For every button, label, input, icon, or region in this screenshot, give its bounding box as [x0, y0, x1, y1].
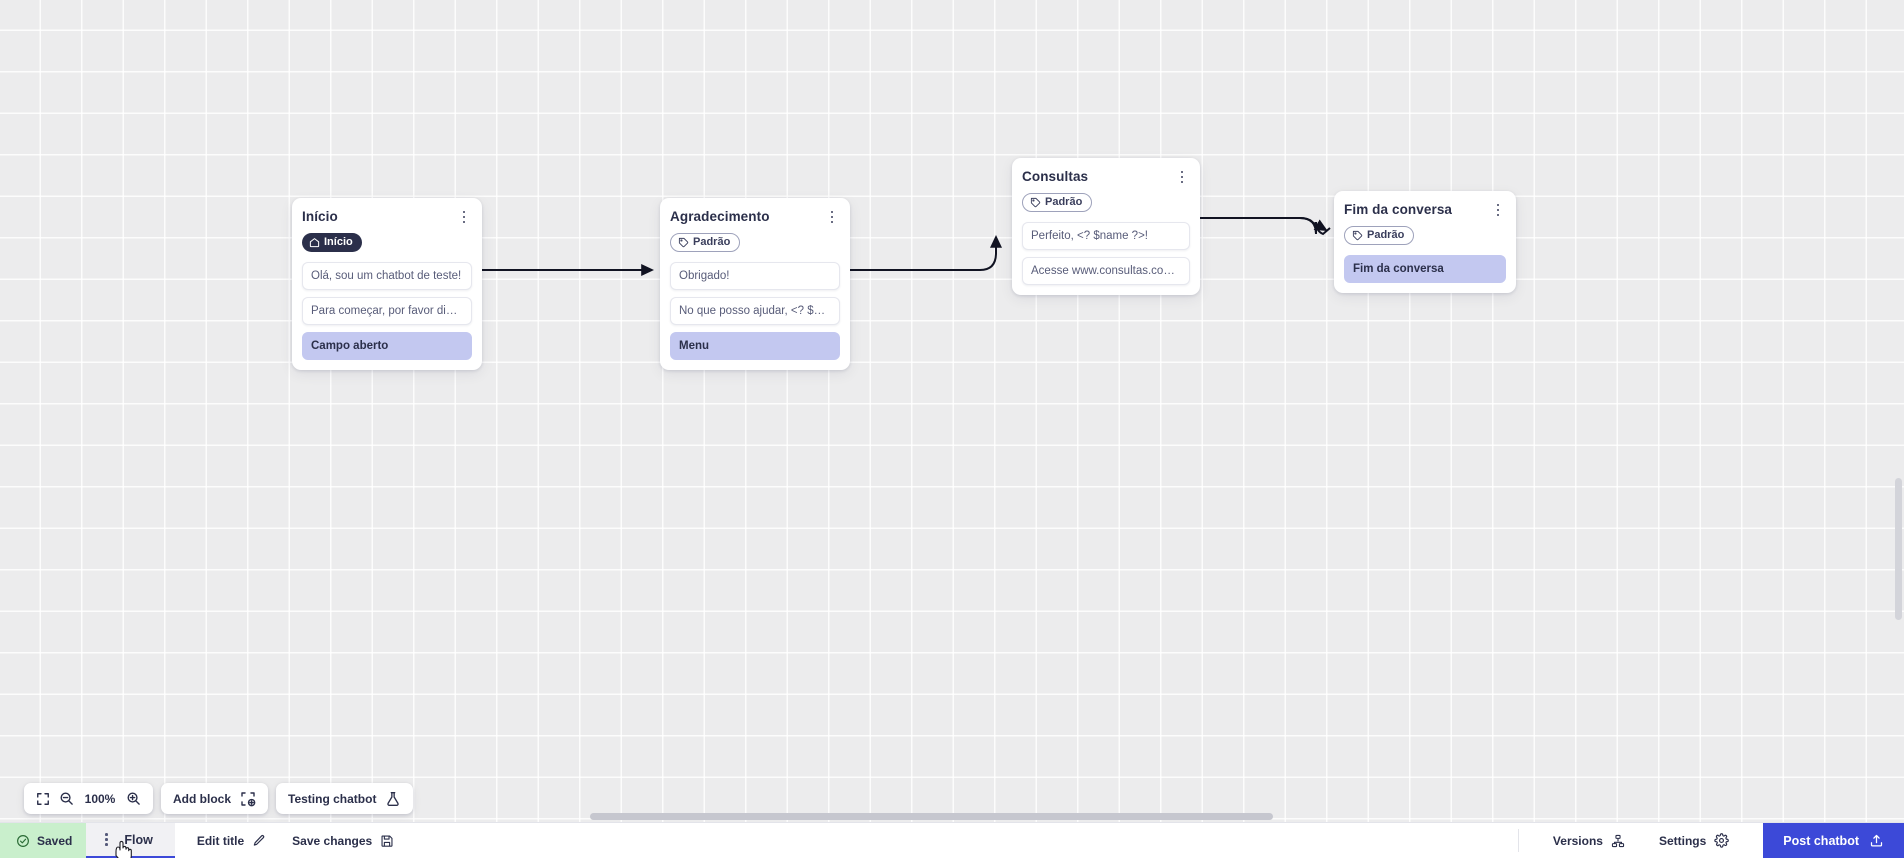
node-item[interactable]: Perfeito, <? $name ?>!: [1022, 222, 1190, 250]
node-items: Obrigado! No que posso ajudar, <? $name …: [670, 262, 840, 370]
testing-chatbot-label: Testing chatbot: [288, 791, 377, 806]
node-item[interactable]: No que posso ajudar, <? $name ...: [670, 297, 840, 325]
add-block-button[interactable]: Add block: [161, 783, 269, 814]
pencil-icon: [253, 834, 265, 846]
node-badge-padrao[interactable]: Padrão: [1022, 193, 1093, 212]
gear-icon: [1714, 833, 1730, 848]
node-title: Fim da conversa: [1344, 202, 1453, 217]
node-badge-label: Padrão: [1045, 196, 1083, 208]
node-item[interactable]: Para começar, por favor digite o ...: [302, 297, 472, 325]
node-items: Perfeito, <? $name ?>! Acesse www.consul…: [1022, 222, 1190, 295]
node-badge-row: Início: [302, 233, 472, 253]
node-title: Início: [302, 209, 338, 224]
node-header: Agradecimento: [670, 208, 840, 226]
node-item[interactable]: Campo aberto: [302, 332, 472, 360]
floppy-disk-icon: [381, 834, 393, 847]
edit-title-button[interactable]: Edit title: [197, 834, 266, 848]
node-items: Fim da conversa: [1344, 255, 1506, 293]
node-badge-inicio[interactable]: Início: [302, 233, 362, 252]
flow-node-agradecimento[interactable]: Agradecimento Padrão Obrigado! No que po…: [660, 198, 850, 370]
node-badge-row: Padrão: [1022, 193, 1190, 213]
canvas-toolbar: 100% Add block Testing ch: [24, 783, 414, 814]
testing-chatbot-button[interactable]: Testing chatbot: [276, 783, 414, 814]
post-chatbot-label: Post chatbot: [1783, 833, 1859, 848]
status-bar-right: Versions Settings: [1517, 823, 1904, 858]
connector-consultas-fim: [1199, 217, 1317, 234]
node-title: Consultas: [1022, 169, 1089, 184]
settings-button[interactable]: Settings: [1658, 833, 1730, 848]
tab-flow-label: Flow: [124, 832, 153, 847]
node-item[interactable]: Fim da conversa: [1344, 255, 1506, 283]
add-block-icon: [240, 791, 256, 807]
node-item[interactable]: Olá, sou um chatbot de teste!: [302, 262, 472, 290]
node-badge-label: Padrão: [1367, 229, 1405, 241]
flow-node-fim-da-conversa[interactable]: Fim da conversa Padrão Fim da conversa: [1334, 191, 1516, 293]
post-chatbot-button[interactable]: Post chatbot: [1763, 823, 1904, 858]
versions-button[interactable]: Versions: [1553, 834, 1625, 848]
kebab-menu-icon[interactable]: [98, 831, 114, 849]
flow-node-inicio[interactable]: Início Início Olá, sou um chatbot de tes…: [292, 198, 482, 370]
save-changes-label: Save changes: [292, 833, 373, 848]
tag-icon: [678, 237, 689, 248]
node-badge-label: Padrão: [693, 236, 731, 248]
node-badge-row: Padrão: [1344, 226, 1506, 246]
versions-label: Versions: [1552, 833, 1603, 848]
status-bar: Saved Flow Edit title Save changes: [0, 822, 1904, 858]
node-header: Consultas: [1022, 168, 1190, 186]
check-circle-icon: [17, 834, 29, 847]
node-header: Fim da conversa: [1344, 201, 1506, 219]
zoom-controls: 100%: [24, 783, 153, 814]
status-bar-actions: Edit title Save changes: [175, 823, 416, 858]
status-bar-divider: [1517, 829, 1519, 852]
vertical-scrollbar[interactable]: [1893, 0, 1904, 822]
node-menu-icon[interactable]: [824, 208, 840, 226]
status-bar-right-items: Versions Settings: [1519, 823, 1763, 858]
node-title: Agradecimento: [670, 209, 770, 224]
flask-icon: [385, 791, 401, 807]
node-header: Início: [302, 208, 472, 226]
add-block-label: Add block: [173, 791, 232, 806]
flow-canvas[interactable]: Início Início Olá, sou um chatbot de tes…: [0, 0, 1904, 822]
node-item[interactable]: Obrigado!: [670, 262, 840, 290]
zoom-in-icon[interactable]: [126, 791, 141, 806]
node-menu-icon[interactable]: [456, 208, 472, 226]
vertical-scrollbar-thumb[interactable]: [1895, 478, 1902, 620]
horizontal-scrollbar-thumb[interactable]: [590, 813, 1273, 820]
node-items: Olá, sou um chatbot de teste! Para começ…: [302, 262, 472, 370]
node-badge-label: Início: [324, 236, 353, 248]
connector-consultas-fim-arrow: [1311, 219, 1328, 231]
horizontal-scrollbar[interactable]: [0, 811, 1904, 822]
saved-status-badge: Saved: [0, 823, 87, 858]
node-badge-padrao[interactable]: Padrão: [670, 233, 741, 252]
settings-label: Settings: [1658, 833, 1707, 848]
node-menu-icon[interactable]: [1174, 168, 1190, 186]
node-item[interactable]: Menu: [670, 332, 840, 360]
connector-consultas-fim-tail: [1299, 217, 1331, 236]
upload-icon: [1870, 834, 1883, 847]
connector-agradecimento-consultas: [849, 235, 1002, 271]
zoom-level-label: 100%: [84, 791, 116, 806]
fit-screen-icon[interactable]: [36, 792, 50, 806]
tab-flow[interactable]: Flow: [86, 823, 175, 858]
node-badge-padrao[interactable]: Padrão: [1344, 226, 1415, 245]
status-bar-left: Saved Flow Edit title Save changes: [0, 823, 416, 858]
tag-icon: [1352, 230, 1363, 241]
node-badge-row: Padrão: [670, 233, 840, 253]
saved-label: Saved: [37, 833, 73, 848]
node-menu-icon[interactable]: [1490, 201, 1506, 219]
home-icon: [309, 238, 320, 248]
branch-icon: [1611, 834, 1625, 847]
flow-node-consultas[interactable]: Consultas Padrão Perfeito, <? $name ?>! …: [1012, 158, 1200, 295]
edit-title-label: Edit title: [196, 833, 245, 848]
node-item[interactable]: Acesse www.consultas.com par...: [1022, 257, 1190, 285]
zoom-out-icon[interactable]: [59, 791, 74, 806]
tag-icon: [1030, 197, 1041, 208]
flow-connectors: [481, 217, 1331, 276]
save-changes-button[interactable]: Save changes: [292, 834, 394, 848]
